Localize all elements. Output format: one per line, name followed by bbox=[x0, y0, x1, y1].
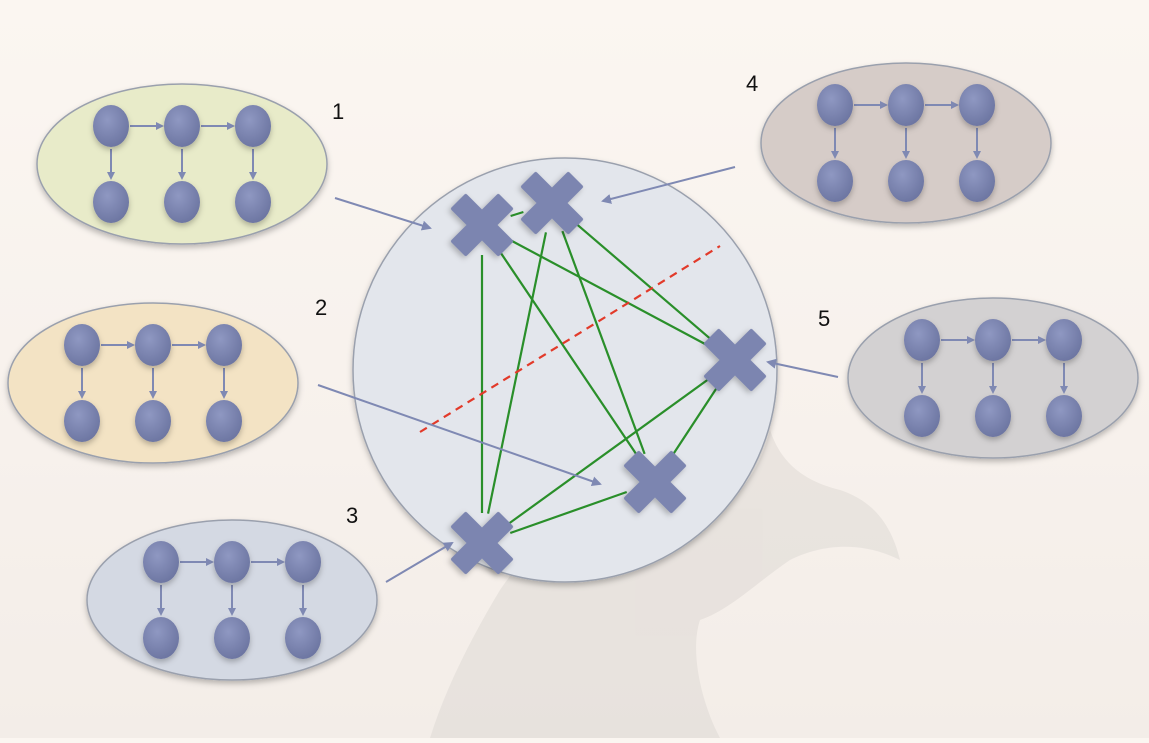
circle-node-icon bbox=[135, 400, 171, 442]
circle-node-icon bbox=[93, 181, 129, 223]
cluster-3 bbox=[86, 519, 378, 681]
arrow-cluster-5 bbox=[766, 358, 839, 378]
circle-node-icon bbox=[135, 324, 171, 366]
circle-node-icon bbox=[959, 160, 995, 202]
circle-node-icon bbox=[904, 395, 940, 437]
circle-node-icon bbox=[975, 395, 1011, 437]
cluster-5 bbox=[847, 297, 1139, 459]
cross-icon bbox=[451, 194, 513, 256]
edge-c1-c4 bbox=[510, 210, 524, 218]
label-2: 2 bbox=[315, 295, 327, 320]
edge-c5-c3 bbox=[505, 376, 712, 527]
label-1: 1 bbox=[332, 99, 344, 124]
circle-node-icon bbox=[64, 324, 100, 366]
cluster-1 bbox=[36, 83, 328, 245]
circle-node-icon bbox=[959, 84, 995, 126]
circle-node-icon bbox=[888, 160, 924, 202]
circle-node-icon bbox=[164, 105, 200, 147]
circle-node-icon bbox=[214, 541, 250, 583]
arrow-cluster-2 bbox=[317, 384, 602, 487]
label-4: 4 bbox=[746, 71, 758, 96]
cross-icon bbox=[451, 512, 513, 574]
circle-node-icon bbox=[93, 105, 129, 147]
edge-c5-c2 bbox=[670, 384, 720, 458]
circle-node-icon bbox=[817, 160, 853, 202]
edge-c2-c3 bbox=[509, 490, 628, 535]
cluster-2 bbox=[7, 302, 299, 464]
circle-node-icon bbox=[975, 319, 1011, 361]
connector-arrows bbox=[317, 166, 839, 583]
circle-node-icon bbox=[206, 400, 242, 442]
cluster-labels: 1 2 3 4 5 bbox=[315, 71, 830, 528]
label-3: 3 bbox=[346, 503, 358, 528]
cross-icon bbox=[521, 172, 583, 234]
arrow-cluster-1 bbox=[334, 197, 432, 231]
partition-cut-line bbox=[419, 245, 721, 433]
cluster-4 bbox=[760, 62, 1052, 224]
circle-node-icon bbox=[817, 84, 853, 126]
edge-c4-c2 bbox=[561, 230, 646, 455]
circle-node-icon bbox=[143, 541, 179, 583]
circle-node-icon bbox=[1046, 395, 1082, 437]
circle-node-icon bbox=[206, 324, 242, 366]
circle-node-icon bbox=[164, 181, 200, 223]
label-5: 5 bbox=[818, 306, 830, 331]
circle-node-icon bbox=[904, 319, 940, 361]
circle-node-icon bbox=[1046, 319, 1082, 361]
edge-c1-c2 bbox=[497, 249, 640, 458]
circle-node-icon bbox=[235, 181, 271, 223]
circle-node-icon bbox=[888, 84, 924, 126]
arrow-cluster-3 bbox=[385, 541, 454, 583]
circle-node-icon bbox=[143, 617, 179, 659]
circle-node-icon bbox=[285, 541, 321, 583]
circle-node-icon bbox=[285, 617, 321, 659]
background-tree bbox=[430, 430, 900, 738]
cross-layer bbox=[451, 172, 766, 574]
circle-node-icon bbox=[214, 617, 250, 659]
edge-c4-c5 bbox=[574, 221, 713, 342]
circle-node-icon bbox=[235, 105, 271, 147]
cross-icon bbox=[704, 329, 766, 391]
cross-icon bbox=[624, 451, 686, 513]
arrow-cluster-4 bbox=[601, 166, 736, 204]
cluster-layer bbox=[7, 62, 1139, 681]
circle-node-icon bbox=[64, 400, 100, 442]
